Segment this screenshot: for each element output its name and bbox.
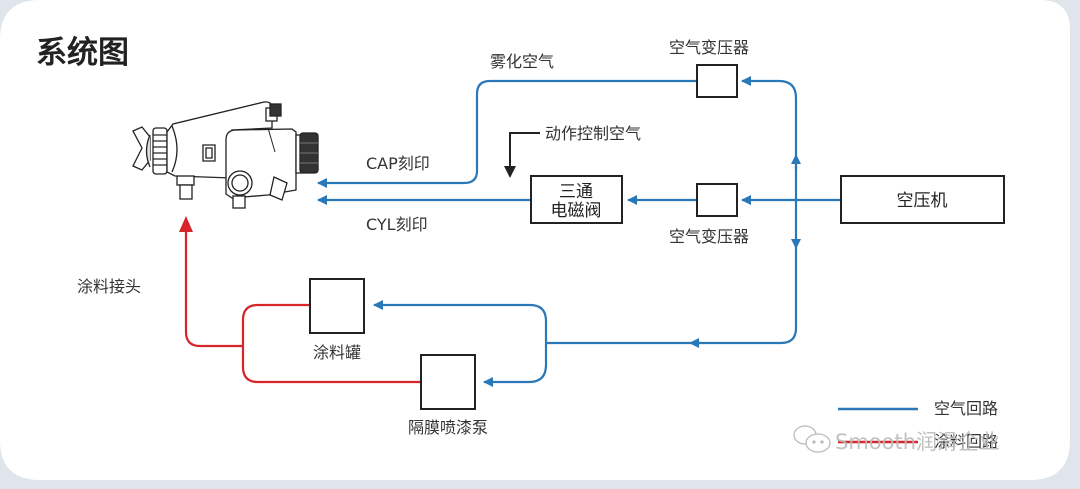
- compressor-box: [840, 175, 1005, 224]
- solenoid-valve-label-line2: 电磁阀: [551, 201, 602, 221]
- solenoid-valve-box: [530, 175, 623, 224]
- air-regulator-top-label: 空气变压器: [669, 38, 749, 57]
- paint-inlet-label: 涂料接头: [77, 277, 141, 296]
- trunk-up-line: [741, 76, 798, 200]
- watermark: Smooth润滑企业: [793, 425, 1000, 454]
- legend: 空气回路 涂料回路: [838, 399, 998, 451]
- air-regulator-bottom-box: [696, 183, 738, 217]
- paint-tank-box: [309, 278, 365, 334]
- air-to-tank-line: [373, 300, 548, 343]
- air-to-pump-line: [483, 343, 548, 387]
- compressor-label: 空压机: [897, 191, 948, 211]
- air-regulator-top-box: [696, 64, 738, 98]
- paint-tank-label: 涂料罐: [313, 343, 361, 362]
- wechat-icon: [793, 425, 831, 453]
- solenoid-valve-label-line1: 三通: [559, 182, 593, 202]
- legend-air-label: 空气回路: [934, 399, 998, 418]
- paint-circuit: [184, 228, 421, 384]
- legend-paint-label: 涂料回路: [934, 432, 998, 451]
- diaphragm-pump-label: 隔膜喷漆泵: [408, 418, 488, 437]
- cyl-port-label: CYL刻印: [366, 215, 428, 234]
- atomizing-air-line: [317, 79, 697, 188]
- atomizing-air-label: 雾化空气: [490, 52, 554, 71]
- tank-to-junction-line: [241, 303, 421, 384]
- diaphragm-pump-box: [420, 354, 476, 410]
- watermark-text: Smooth润滑企业: [835, 430, 1000, 454]
- air-regulator-bottom-label: 空气变压器: [669, 227, 749, 246]
- spray-gun-icon: [132, 101, 319, 209]
- paint-arrow-icon: [179, 216, 193, 232]
- air-circuit: [317, 76, 840, 387]
- action-control-air-arrow: [504, 132, 540, 178]
- paint-to-gun-line: [184, 228, 243, 348]
- action-control-air-label: 动作控制空气: [545, 124, 641, 143]
- diagram-title: 系统图: [36, 35, 129, 71]
- cap-port-label: CAP刻印: [366, 154, 430, 173]
